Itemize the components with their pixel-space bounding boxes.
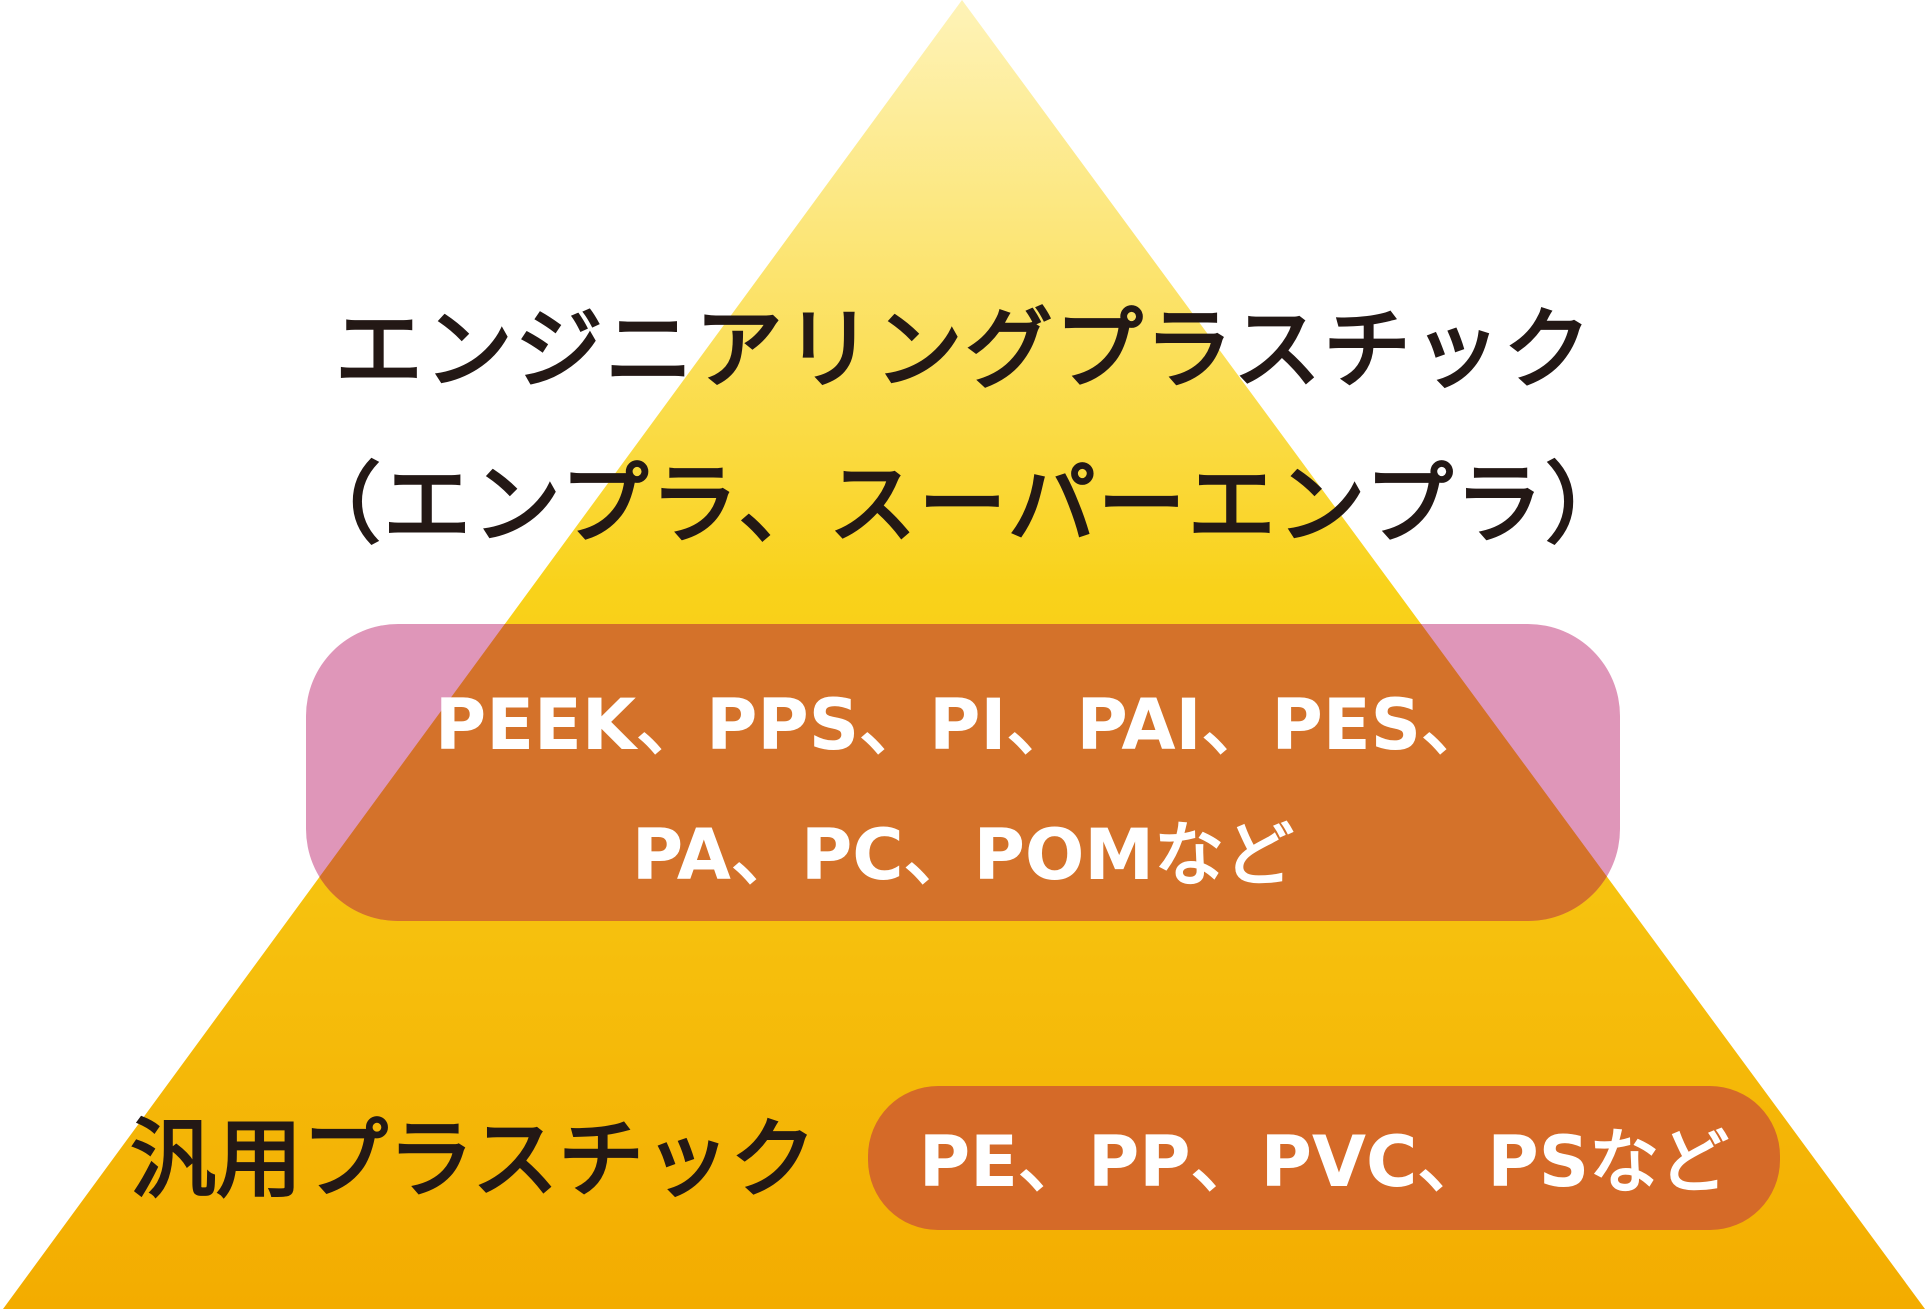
engineering-plastics-title: エンジニアリングプラスチック bbox=[334, 298, 1594, 401]
general-plastics-label: 汎用プラスチック bbox=[130, 1110, 817, 1210]
engineering-examples-box-overlap bbox=[306, 624, 1620, 921]
engineering-plastics-subtitle: （エンプラ、スーパーエンプラ） bbox=[292, 453, 1636, 556]
general-plastics-examples: PE、PP、PVC、PSなど bbox=[918, 1121, 1730, 1203]
general-examples-box bbox=[868, 1086, 1780, 1230]
engineering-examples-line1: PEEK、PPS、PI、PAI、PES、 bbox=[434, 684, 1492, 766]
engineering-examples-line2: PA、PC、POMなど bbox=[631, 814, 1295, 896]
engineering-plastics-examples: PEEK、PPS、PI、PAI、PES、 PA、PC、POMなど bbox=[306, 660, 1620, 920]
